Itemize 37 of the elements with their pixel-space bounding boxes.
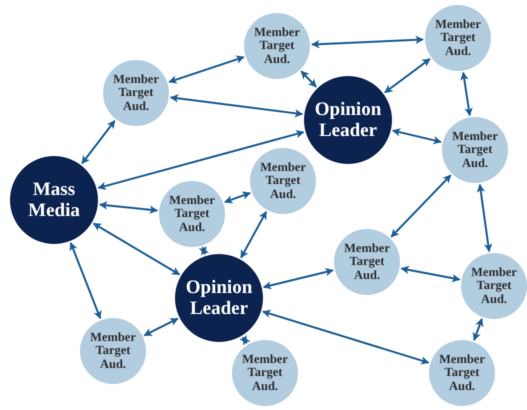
double-arrow <box>400 266 460 282</box>
node-label: Member Target Aud. <box>253 26 301 66</box>
double-arrow <box>472 318 484 341</box>
double-arrow <box>144 318 179 336</box>
double-arrow <box>476 184 492 252</box>
node-label: Member Target Aud. <box>112 73 160 113</box>
double-arrow <box>98 201 158 214</box>
node-label: Member Target Aud. <box>434 18 482 58</box>
double-arrow <box>311 36 424 48</box>
node-label: Member Target Aud. <box>241 353 289 393</box>
double-arrow <box>98 130 304 190</box>
double-arrow <box>92 222 180 276</box>
double-arrow <box>198 246 210 256</box>
double-arrow <box>239 334 251 346</box>
double-arrow <box>240 210 268 258</box>
node-label: Member Target Aud. <box>470 266 518 306</box>
double-arrow <box>300 70 317 88</box>
double-arrow <box>262 310 430 364</box>
double-arrow <box>390 174 452 238</box>
node-label: Member Target Aud. <box>343 242 391 282</box>
node-label: Member Target Aud. <box>451 130 499 170</box>
double-arrow <box>168 55 245 84</box>
double-arrow <box>262 268 334 290</box>
double-arrow <box>81 120 116 164</box>
node-label: Mass Media <box>27 178 81 222</box>
audience-circle <box>250 148 316 214</box>
node-label: Opinion Leader <box>314 98 382 142</box>
double-arrow <box>170 94 304 118</box>
double-arrow <box>384 58 431 94</box>
node-label: Member Target Aud. <box>168 194 216 234</box>
node-label: Member Target Aud. <box>89 331 137 371</box>
double-arrow <box>460 72 473 116</box>
node-label: Opinion Leader <box>184 276 254 320</box>
double-arrow <box>224 192 251 204</box>
node-label: Member Target Aud. <box>438 353 486 393</box>
double-arrow <box>392 128 442 144</box>
node-label: Member Target Aud. <box>259 161 307 201</box>
